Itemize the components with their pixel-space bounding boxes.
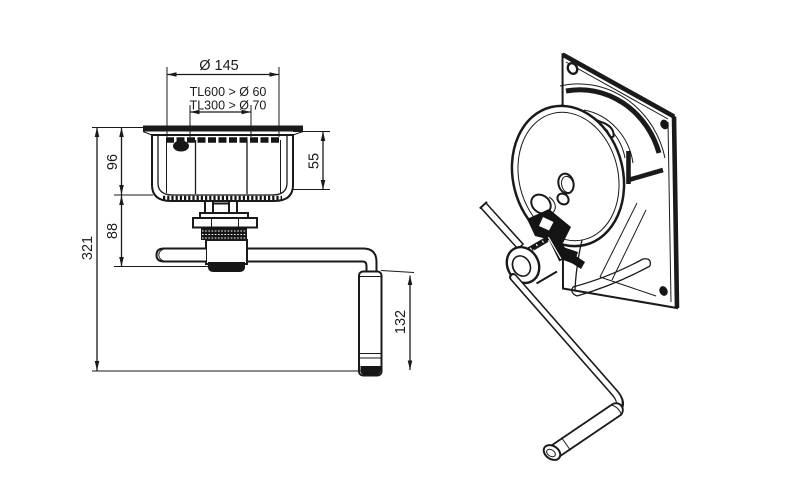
bend-outer: [362, 247, 378, 272]
hub-body: [205, 239, 248, 265]
foot-rear-edge: [599, 276, 657, 297]
hex-nut: [192, 217, 258, 229]
ratchet-hub: [527, 192, 585, 269]
bend-inner: [362, 260, 368, 272]
drum-outer-wall: [151, 134, 294, 202]
bolt-hole-bottom-right: [659, 286, 668, 296]
pawl-arm: [567, 252, 585, 269]
plate-top-edge: [561, 52, 676, 119]
cable-end-blob: [173, 140, 189, 152]
dim-label-capacity-tl300: TL300 > Ø 70: [190, 99, 267, 113]
rod-end-cap: [479, 201, 488, 210]
tube-bore: [511, 255, 532, 277]
grip-end-line: [561, 437, 571, 451]
arm-left-cap: [158, 248, 165, 262]
drum-flange: [142, 125, 304, 136]
dim-label-overall-height: 321: [80, 236, 96, 260]
disc-hole-inner: [561, 175, 574, 194]
winch-frame-foot: [571, 202, 657, 297]
bore-shadow-arc: [511, 257, 516, 274]
bolt-hole-top-right: [660, 119, 669, 130]
dim-label-drum-inner-depth: 55: [307, 153, 323, 169]
mounting-stem: [192, 200, 258, 272]
flange-bevel-left: [142, 131, 153, 136]
foot-left-cap: [571, 286, 578, 297]
iso-view: [479, 52, 680, 461]
grip-end-bore: [546, 448, 556, 458]
grip-end-cap: [542, 444, 562, 461]
dim-label-drum-height: 96: [105, 154, 121, 170]
crank-arm-iso: [509, 273, 624, 415]
crank-grip-front: [358, 270, 383, 377]
plate-opening-bottom-edge: [627, 167, 664, 183]
flange-bar: [143, 125, 303, 132]
ratchet-plate-notch: [539, 217, 554, 231]
tube-bottom-edge: [535, 270, 558, 285]
drum-rear-flange-arcs: [559, 83, 666, 164]
drum-inner-wall: [157, 135, 288, 196]
plate-right-edge: [671, 116, 680, 309]
flange-bevel-right: [292, 131, 304, 136]
grip-top-cap-line: [611, 404, 622, 416]
front-view: Ø 145 TL600 > Ø 60 TL300 > Ø 70 96 88 32…: [80, 58, 415, 377]
rod-fill: [481, 203, 523, 248]
dimension-lines: [92, 67, 415, 372]
thread-rib-iso: [547, 236, 562, 260]
tube-top-edge: [532, 240, 549, 251]
plate-top-inner-line: [565, 61, 669, 120]
crank-arm-front: [155, 247, 378, 272]
bolt-hole-top-left: [566, 62, 579, 75]
plate-right-inner-line: [667, 121, 672, 303]
dim-label-stem-height: 88: [105, 223, 121, 239]
rear-flange-outer-arc: [559, 83, 666, 159]
threaded-section: [201, 227, 247, 240]
handle-lock-rod: [479, 201, 525, 250]
stem-post-right: [228, 200, 238, 214]
rear-flange-rim-arc: [565, 87, 662, 154]
stem-post-left: [204, 200, 214, 214]
dimension-labels: Ø 145 TL600 > Ø 60 TL300 > Ø 70 96 88 32…: [80, 58, 409, 334]
grip-fill: [548, 404, 622, 458]
foot-top-edge: [572, 258, 644, 288]
dim-label-grip-length: 132: [393, 310, 409, 334]
hub-bottom-knurl: [208, 262, 245, 272]
crank-grip-iso: [542, 402, 624, 461]
tube-body-fill: [533, 240, 562, 284]
stem-center: [212, 202, 230, 214]
barrel-arc-outer: [583, 109, 634, 164]
frame-web-line2: [611, 209, 647, 281]
foot-right-cap: [642, 258, 651, 267]
pawl-pin: [556, 192, 570, 206]
dim-label-flange-diameter: Ø 145: [199, 58, 239, 74]
arm-left-rod: [155, 247, 206, 263]
grip-body: [358, 270, 383, 377]
frame-web-line1: [599, 202, 638, 278]
drum-body: [151, 134, 294, 202]
dim-label-capacity-tl600: TL600 > Ø 60: [190, 85, 267, 99]
disc-rim-inner: [517, 111, 620, 242]
foot-bottom-edge: [576, 265, 651, 297]
